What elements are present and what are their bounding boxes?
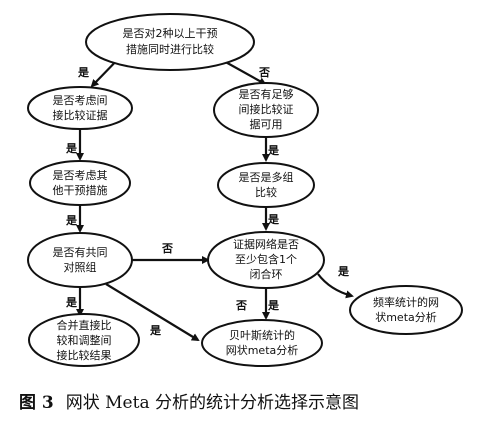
node-bayesian-line-1: 贝叶斯统计的 xyxy=(229,328,295,342)
node-multi-arm-line-2: 比较 xyxy=(255,185,277,199)
node-multi-arm-line-1: 是否是多组 xyxy=(239,170,294,184)
figure-title: 网状 Meta 分析的统计分析选择示意图 xyxy=(65,393,359,413)
node-root: 是否对2种以上干预 措施同时进行比较 xyxy=(85,13,255,71)
label-sufficient-yes: 是 xyxy=(267,144,280,157)
node-closed-loop: 证据网络是否 至少包含1个 闭合环 xyxy=(207,231,325,289)
node-frequentist: 频率统计的网 状meta分析 xyxy=(349,285,463,335)
node-bayesian: 贝叶斯统计的 网状meta分析 xyxy=(201,319,323,367)
edge-common-to-bayesian xyxy=(105,283,200,342)
node-closed-loop-line-3: 闭合环 xyxy=(250,267,283,281)
node-bayesian-line-2: 网状meta分析 xyxy=(226,343,299,357)
edge-root-to-sufficient-indirect xyxy=(221,59,267,85)
label-multi-yes: 是 xyxy=(267,213,280,226)
node-merge-results: 合并直接比 较和调整间 接比较结果 xyxy=(28,313,140,367)
node-merge-results-line-3: 接比较结果 xyxy=(57,348,112,362)
node-frequentist-line-1: 频率统计的网 xyxy=(373,295,439,309)
node-common-control-line-2: 对照组 xyxy=(64,260,97,274)
node-sufficient-indirect-line-2: 间接比较证 xyxy=(239,102,294,116)
node-common-control: 是否有共同 对照组 xyxy=(27,232,133,288)
node-consider-other-line-2: 他干预措施 xyxy=(53,183,108,197)
node-merge-results-line-1: 合并直接比 xyxy=(57,318,112,332)
node-multi-arm: 是否是多组 比较 xyxy=(217,162,315,208)
node-consider-other: 是否考虑其 他干预措施 xyxy=(29,160,131,206)
node-consider-indirect-line-2: 接比较证据 xyxy=(53,108,108,122)
figure-number: 图 3 xyxy=(19,393,54,413)
label-indirect-yes: 是 xyxy=(65,142,78,155)
node-frequentist-line-2: 状meta分析 xyxy=(375,310,437,324)
label-root-yes: 是 xyxy=(77,66,90,79)
node-sufficient-indirect: 是否有足够 间接比较证 据可用 xyxy=(213,82,319,138)
label-common-yes-diag: 是 xyxy=(149,324,162,337)
node-consider-indirect: 是否考虑间 接比较证据 xyxy=(27,86,133,130)
node-merge-results-line-2: 较和调整间 xyxy=(57,333,112,347)
figure-caption: 图 3 网状 Meta 分析的统计分析选择示意图 xyxy=(19,388,469,413)
label-root-no: 否 xyxy=(258,66,270,79)
node-common-control-line-1: 是否有共同 xyxy=(53,245,108,259)
edge-closed-loop-to-frequentist xyxy=(317,273,354,299)
node-sufficient-indirect-line-1: 是否有足够 xyxy=(239,87,294,101)
node-closed-loop-line-2: 至少包含1个 xyxy=(235,252,297,266)
label-loop-yes-down: 是 xyxy=(267,299,280,312)
node-closed-loop-line-1: 证据网络是否 xyxy=(233,237,299,251)
node-root-line-1: 是否对2种以上干预 xyxy=(123,26,218,40)
label-other-yes: 是 xyxy=(65,214,78,227)
node-sufficient-indirect-line-3: 据可用 xyxy=(250,117,283,131)
edges xyxy=(76,51,354,342)
label-common-yes-down: 是 xyxy=(65,296,78,309)
node-consider-indirect-line-1: 是否考虑间 xyxy=(53,94,108,107)
node-consider-other-line-1: 是否考虑其 xyxy=(53,169,108,182)
edge-labels: 是 否 是 是 是 是 否 是 是 否 是 是 xyxy=(65,66,350,337)
node-root-line-2: 措施同时进行比较 xyxy=(126,42,214,56)
label-loop-yes-right: 是 xyxy=(337,265,350,278)
label-common-no: 否 xyxy=(161,242,173,255)
label-loop-no: 否 xyxy=(235,299,247,312)
